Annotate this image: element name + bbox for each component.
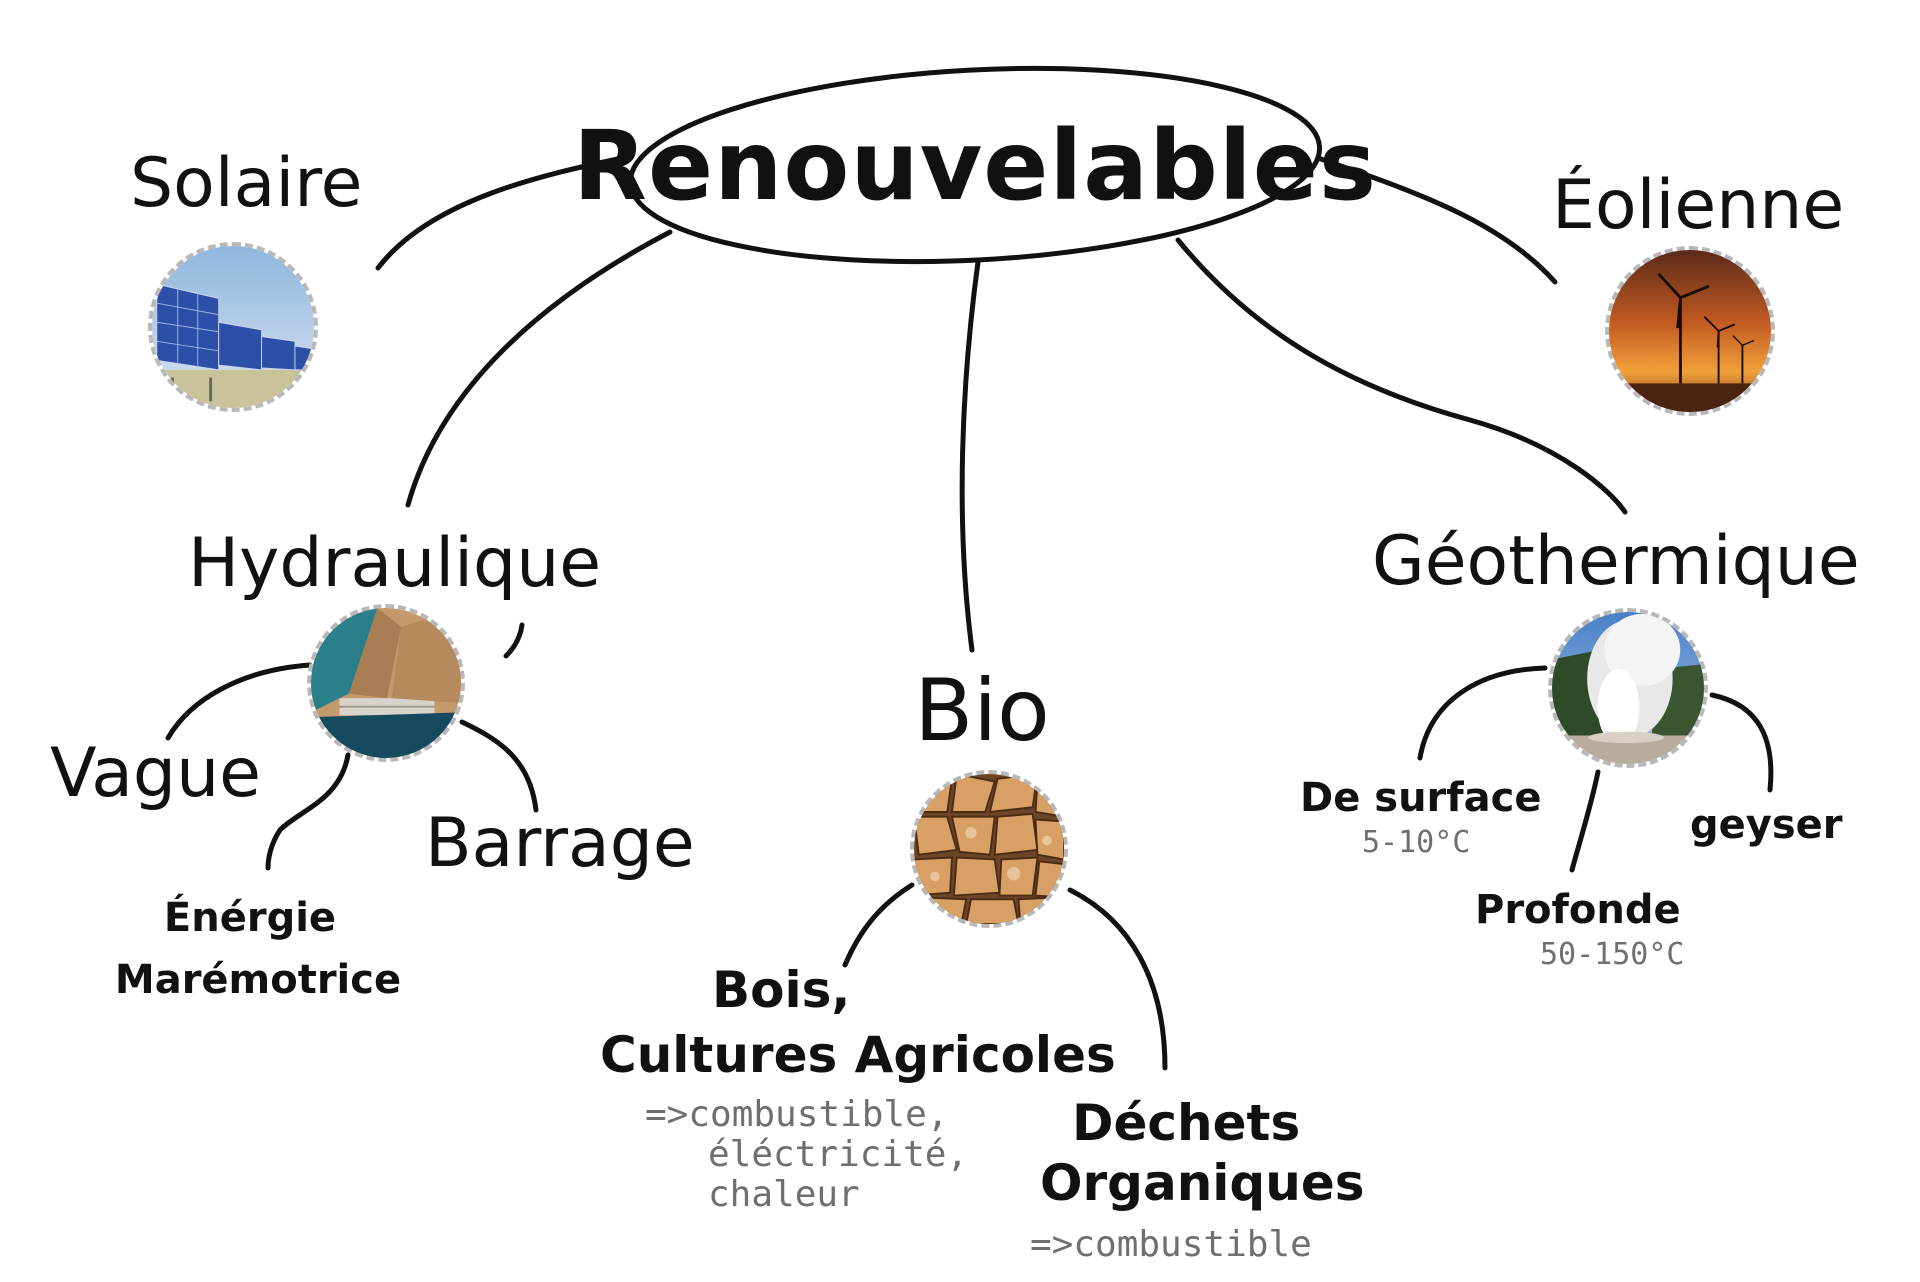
connector-profonde — [1569, 769, 1601, 873]
bois-note-line1: =>combustible, — [645, 1094, 949, 1135]
node-surface-label: De surface — [1300, 775, 1542, 821]
center-ellipse — [627, 65, 1323, 265]
node-bois-label-line2: Cultures Agricoles — [600, 1026, 1116, 1084]
node-eolienne-label: Éolienne — [1552, 166, 1845, 245]
connector-solaire — [375, 153, 635, 271]
geyser-icon — [1548, 608, 1708, 768]
profonde-temp: 50-150°C — [1540, 937, 1685, 972]
solar-panels-icon — [148, 242, 318, 412]
connector-bio — [959, 259, 981, 653]
wind-turbines-icon — [1605, 246, 1775, 416]
connector-eolienne — [1315, 155, 1558, 285]
connector-bois — [842, 882, 915, 968]
bois-note-line2: éléctricité, — [708, 1134, 969, 1175]
connector-geyser — [1709, 692, 1774, 793]
bois-note-line3: chaleur — [708, 1174, 860, 1215]
node-energie-label-line2: Marémotrice — [114, 957, 402, 1003]
node-geyser-label: geyser — [1690, 802, 1843, 848]
firewood-icon — [910, 770, 1068, 928]
connector-energie — [265, 752, 351, 871]
connector-vague — [165, 662, 313, 741]
node-profonde-label: Profonde — [1475, 887, 1681, 933]
node-dechets-label-line2: Organiques — [1040, 1154, 1365, 1212]
surface-temp: 5-10°C — [1362, 825, 1471, 860]
connector-dechets — [1067, 887, 1168, 1071]
node-bois-label-line1: Bois, — [712, 961, 851, 1019]
node-barrage-label: Barrage — [425, 804, 695, 883]
center-title: Renouvelables — [573, 110, 1377, 222]
connector-barrage — [459, 719, 539, 813]
node-dechets-label-line1: Déchets — [1072, 1094, 1301, 1152]
node-hydraulique-label: Hydraulique — [188, 524, 602, 603]
node-solaire-label: Solaire — [130, 144, 363, 223]
connector-hydraulique — [405, 229, 673, 508]
dam-icon — [307, 604, 465, 762]
connector-geothermique — [1175, 237, 1628, 515]
connector-surface — [1417, 665, 1548, 761]
node-energie-label-line1: Énérgie — [163, 895, 337, 941]
node-vague-label: Vague — [50, 734, 262, 813]
node-geothermique-label: Géothermique — [1372, 522, 1860, 601]
dechets-note: =>combustible — [1030, 1224, 1312, 1265]
node-bio-label: Bio — [914, 661, 1050, 761]
